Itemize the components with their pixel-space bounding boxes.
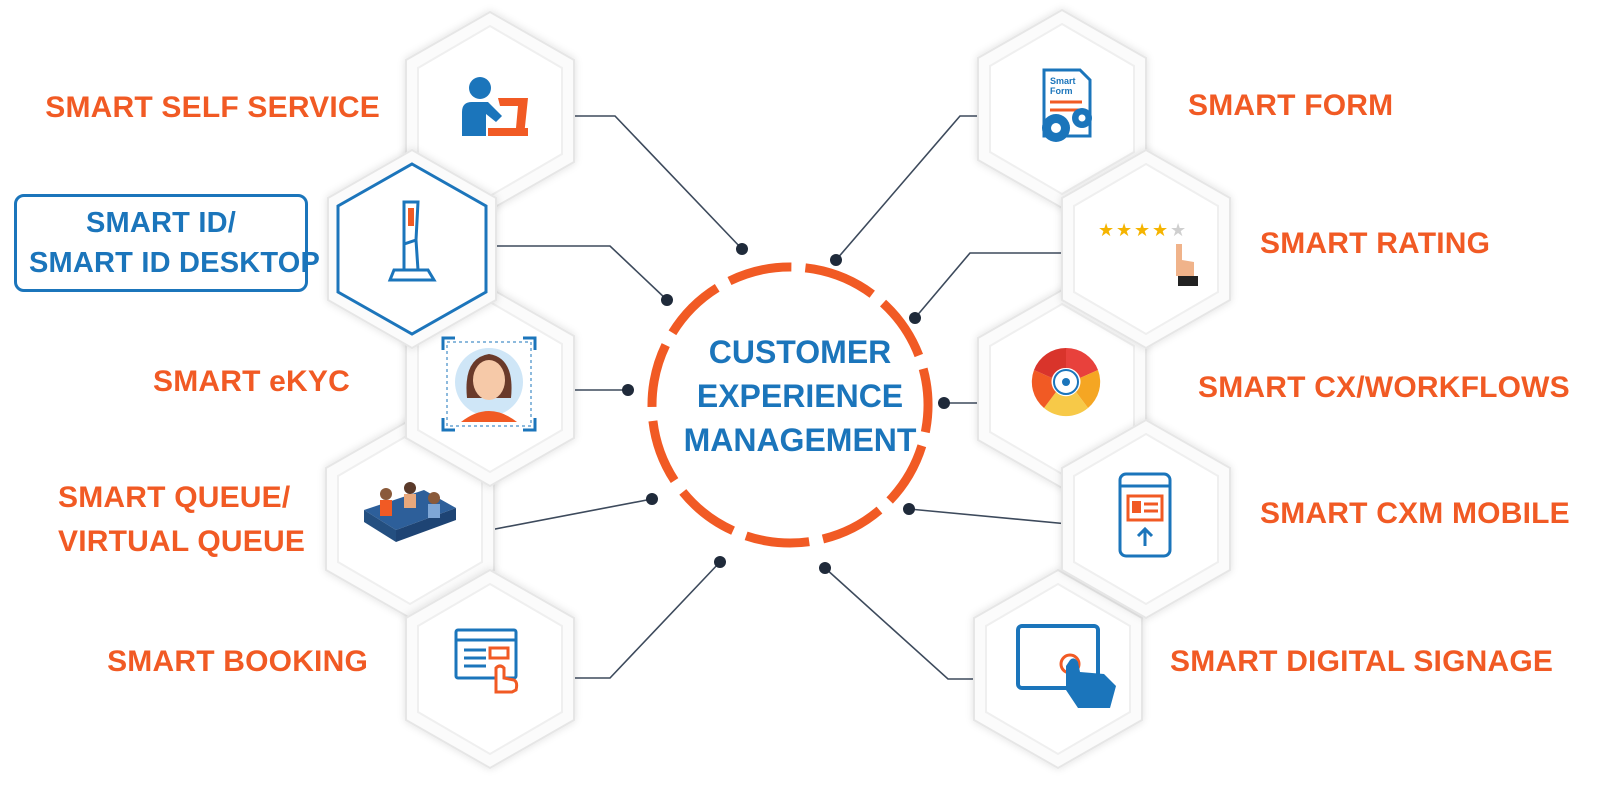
- smart-form-icon: Smart Form: [1042, 68, 1092, 142]
- id-kiosk-icon: [387, 200, 437, 282]
- svg-text:★: ★: [1098, 220, 1114, 241]
- label-smart-ekyc: SMART eKYC: [153, 360, 350, 404]
- label-text: SMART ID/: [85, 207, 236, 239]
- label-text: SMART BOOKING: [107, 645, 368, 678]
- label-text: SMART ID DESKTOP: [29, 247, 321, 279]
- digital-signage-tablet-icon: [1016, 624, 1116, 708]
- center-title-line: CUSTOMER: [708, 334, 892, 370]
- svg-text:★: ★: [1116, 220, 1132, 241]
- self-service-kiosk-icon: [462, 77, 528, 136]
- connector-queue: [489, 498, 653, 531]
- center-title-line: EXPERIENCE: [696, 378, 904, 414]
- label-text: SMART eKYC: [152, 365, 350, 398]
- connector-dot: [714, 556, 726, 568]
- label-smart-rating: SMART RATING: [1260, 222, 1490, 266]
- connector-booking: [566, 561, 721, 679]
- label-text: SMART QUEUE/: [58, 481, 291, 514]
- label-text: SMART RATING: [1260, 227, 1491, 260]
- label-smart-form: SMART FORM: [1188, 84, 1393, 128]
- center-ring: [647, 262, 933, 548]
- booking-screen-icon: [454, 628, 519, 694]
- label-text: VIRTUAL QUEUE: [58, 525, 306, 558]
- connector-dot: [622, 384, 634, 396]
- connector-dot: [909, 312, 921, 324]
- ekyc-face-icon: [441, 336, 537, 432]
- label-smart-cxm-mobile: SMART CXM MOBILE: [1260, 492, 1570, 536]
- center-title: CUSTOMER EXPERIENCE MANAGEMENT: [640, 330, 960, 462]
- svg-text:★: ★: [1152, 220, 1168, 241]
- mobile-id-icon: [1118, 472, 1172, 558]
- workflow-wheel-icon: [1031, 347, 1101, 417]
- connector-dots: [622, 243, 950, 574]
- connector-id-desktop: [490, 245, 668, 301]
- connector-dot: [830, 254, 842, 266]
- label-text: SMART SELF SERVICE: [45, 91, 380, 124]
- svg-text:★: ★: [1170, 220, 1186, 241]
- label-smart-self-service: SMART SELF SERVICE: [45, 86, 380, 130]
- connector-self-service: [566, 115, 743, 250]
- center-title-line: MANAGEMENT: [683, 422, 917, 458]
- connector-rating: [914, 252, 1095, 319]
- label-smart-id-desktop: SMART ID/ SMART ID DESKTOP: [14, 194, 321, 292]
- label-text: SMART CXM MOBILE: [1260, 497, 1570, 530]
- connector-dot: [938, 397, 950, 409]
- queue-seats-icon: [364, 482, 456, 542]
- label-text: SMART CX/WORKFLOWS: [1198, 371, 1570, 404]
- label-smart-digital-signage: SMART DIGITAL SIGNAGE: [1170, 640, 1553, 684]
- connector-dot: [646, 493, 658, 505]
- connector-dot: [819, 562, 831, 574]
- label-smart-booking: SMART BOOKING: [107, 640, 368, 684]
- label-smart-queue: SMART QUEUE/ VIRTUAL QUEUE: [58, 476, 305, 564]
- connector-dot: [661, 294, 673, 306]
- svg-text:★: ★: [1134, 220, 1150, 241]
- star-rating-icon: ★ ★ ★ ★ ★: [1098, 220, 1198, 286]
- connector-dot: [736, 243, 748, 255]
- hex-id-desktop: [327, 148, 497, 350]
- hex-rating: [1061, 148, 1231, 350]
- smart-form-badge-line1: Smart: [1050, 76, 1076, 86]
- label-text: SMART DIGITAL SIGNAGE: [1170, 645, 1554, 678]
- label-text: SMART FORM: [1188, 89, 1394, 122]
- connector-dot: [903, 503, 915, 515]
- label-smart-cx-workflows: SMART CX/WORKFLOWS: [1198, 366, 1570, 410]
- hex-booking: [405, 568, 575, 770]
- smart-form-badge-line2: Form: [1050, 86, 1073, 96]
